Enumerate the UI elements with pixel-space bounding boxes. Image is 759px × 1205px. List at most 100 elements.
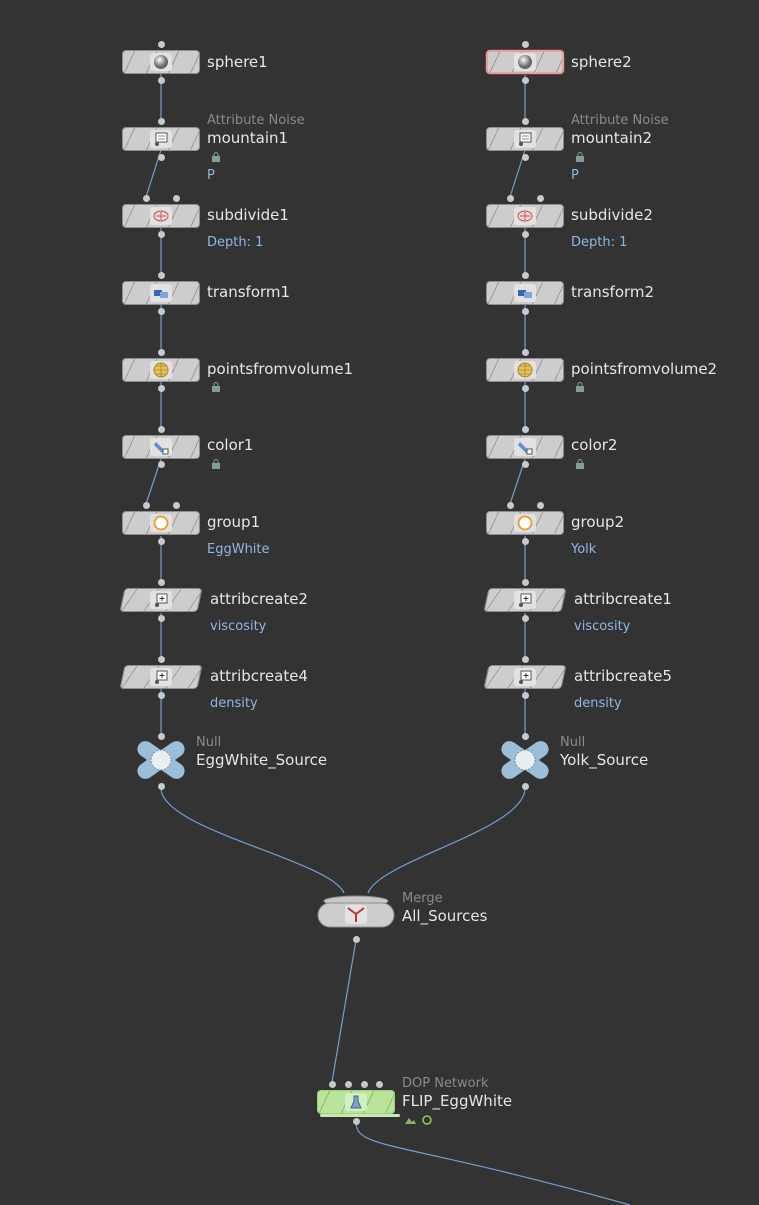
output-connector[interactable]: [158, 538, 165, 545]
sphere-icon: [514, 53, 536, 71]
node-yolk-source[interactable]: [497, 738, 553, 782]
node-type: DOP Network: [402, 1076, 489, 1091]
input-connector[interactable]: [158, 426, 165, 433]
attribute-create-icon: [514, 591, 536, 609]
output-connector[interactable]: [158, 461, 165, 468]
input-connector[interactable]: [173, 502, 180, 509]
node-param: Depth: 1: [571, 235, 628, 250]
output-connector[interactable]: [522, 308, 529, 315]
node-label: EggWhite_Source: [196, 751, 328, 769]
input-connector[interactable]: [329, 1081, 336, 1088]
output-connector[interactable]: [522, 154, 529, 161]
node-color1[interactable]: [122, 435, 200, 459]
node-group1[interactable]: [122, 511, 200, 535]
output-connector[interactable]: [522, 538, 529, 545]
input-connector[interactable]: [537, 502, 544, 509]
node-param: EggWhite: [207, 542, 270, 557]
input-connector[interactable]: [345, 1081, 352, 1088]
node-eggwhite-source[interactable]: [133, 738, 189, 782]
input-connector[interactable]: [143, 502, 150, 509]
input-connector[interactable]: [522, 272, 529, 279]
output-connector[interactable]: [522, 385, 529, 392]
node-type: Null: [196, 735, 222, 750]
input-connector[interactable]: [361, 1081, 368, 1088]
node-color2[interactable]: [486, 435, 564, 459]
node-type: Null: [560, 735, 586, 750]
node-attribcreate4[interactable]: [119, 665, 203, 689]
output-connector[interactable]: [522, 615, 529, 622]
wire: [367, 787, 526, 894]
node-label: subdivide1: [207, 206, 289, 224]
node-mountain1[interactable]: [122, 127, 200, 151]
input-connector[interactable]: [522, 349, 529, 356]
lock-icon: [212, 382, 220, 392]
output-connector[interactable]: [158, 154, 165, 161]
node-group2[interactable]: [486, 511, 564, 535]
node-subdivide2[interactable]: [486, 204, 564, 228]
output-connector[interactable]: [522, 692, 529, 699]
output-connector[interactable]: [353, 1118, 360, 1125]
output-connector[interactable]: [522, 231, 529, 238]
color-icon: [514, 438, 536, 456]
output-connector[interactable]: [158, 77, 165, 84]
wire: [331, 939, 357, 1083]
node-label: Yolk_Source: [560, 751, 649, 769]
color-icon: [150, 438, 172, 456]
input-connector[interactable]: [158, 349, 165, 356]
node-attribcreate2[interactable]: [119, 588, 203, 612]
output-connector[interactable]: [158, 783, 165, 790]
input-connector[interactable]: [158, 579, 165, 586]
node-transform1[interactable]: [122, 281, 200, 305]
node-pointsfromvolume2[interactable]: [486, 358, 564, 382]
output-connector[interactable]: [522, 461, 529, 468]
input-connector[interactable]: [507, 195, 514, 202]
input-connector[interactable]: [522, 41, 529, 48]
input-connector[interactable]: [158, 656, 165, 663]
node-transform2[interactable]: [486, 281, 564, 305]
input-connector[interactable]: [173, 195, 180, 202]
node-all-sources[interactable]: [317, 893, 395, 929]
output-connector[interactable]: [158, 231, 165, 238]
node-mountain2[interactable]: [486, 127, 564, 151]
output-connector[interactable]: [158, 308, 165, 315]
attribute-noise-icon: [514, 130, 536, 148]
input-connector[interactable]: [158, 272, 165, 279]
node-attribcreate5[interactable]: [483, 665, 567, 689]
dop-status-icons: [405, 1115, 432, 1125]
node-sphere1[interactable]: [122, 50, 200, 74]
node-label: attribcreate1: [574, 590, 672, 608]
node-label: color1: [207, 436, 254, 454]
input-connector[interactable]: [522, 426, 529, 433]
output-connector[interactable]: [158, 692, 165, 699]
output-connector[interactable]: [522, 77, 529, 84]
input-connector[interactable]: [522, 118, 529, 125]
node-attribcreate1[interactable]: [483, 588, 567, 612]
cache-icon: [405, 1118, 416, 1124]
output-connector[interactable]: [158, 615, 165, 622]
node-pointsfromvolume1[interactable]: [122, 358, 200, 382]
output-connector[interactable]: [158, 385, 165, 392]
output-connector[interactable]: [353, 936, 360, 943]
active-icon: [422, 1115, 432, 1125]
sphere-icon: [150, 53, 172, 71]
input-connector[interactable]: [537, 195, 544, 202]
input-connector[interactable]: [522, 733, 529, 740]
node-label: sphere2: [571, 53, 632, 71]
input-connector[interactable]: [158, 733, 165, 740]
node-subdivide1[interactable]: [122, 204, 200, 228]
input-connector[interactable]: [158, 118, 165, 125]
subdivide-icon: [514, 207, 536, 225]
input-connector[interactable]: [522, 579, 529, 586]
node-label: transform2: [571, 283, 655, 301]
node-param: P: [571, 168, 579, 183]
input-connector[interactable]: [376, 1081, 383, 1088]
input-connector[interactable]: [143, 195, 150, 202]
node-flip-eggwhite[interactable]: [317, 1090, 395, 1114]
node-sphere2[interactable]: [486, 50, 564, 74]
node-label: mountain2: [571, 129, 653, 147]
input-connector[interactable]: [507, 502, 514, 509]
node-label: attribcreate2: [210, 590, 308, 608]
input-connector[interactable]: [158, 41, 165, 48]
input-connector[interactable]: [522, 656, 529, 663]
output-connector[interactable]: [522, 783, 529, 790]
